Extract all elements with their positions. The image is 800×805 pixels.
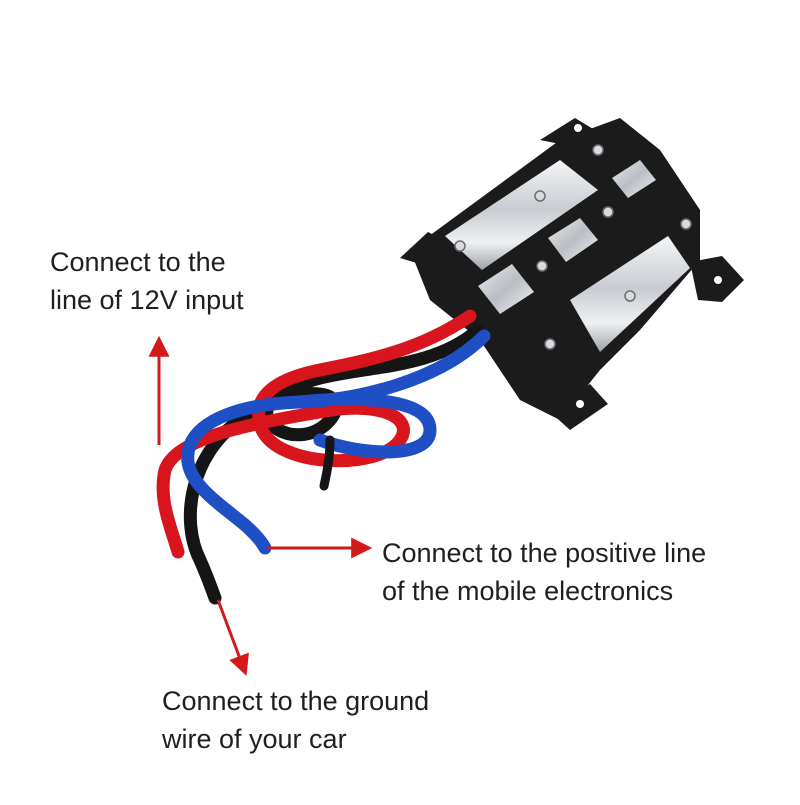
screw xyxy=(544,338,556,350)
aluminum-window-3 xyxy=(478,264,534,314)
screw xyxy=(592,144,604,156)
label-12v-input-line2: line of 12V input xyxy=(50,285,244,315)
label-ground-wire: Connect to the ground wire of your car xyxy=(162,682,429,758)
screw xyxy=(534,190,546,202)
screw xyxy=(680,218,692,230)
arrow-to-ground-label xyxy=(216,599,249,676)
aluminum-window-2 xyxy=(548,218,598,262)
noise-filter-body xyxy=(400,118,744,430)
screw xyxy=(454,240,466,252)
screw xyxy=(602,206,614,218)
aluminum-window-1 xyxy=(612,160,656,198)
label-positive-line1: Connect to the positive line xyxy=(382,538,707,568)
label-12v-input-line1: Connect to the xyxy=(50,247,226,277)
screw xyxy=(624,290,636,302)
red-wire xyxy=(156,309,477,559)
wires xyxy=(156,309,491,605)
blue-wire xyxy=(181,329,491,555)
label-ground-line1: Connect to the ground xyxy=(162,686,430,716)
screw xyxy=(536,260,548,272)
label-ground-line2: wire of your car xyxy=(162,724,347,754)
aluminum-fin-upper xyxy=(445,160,598,270)
label-positive-line: Connect to the positive line of the mobi… xyxy=(382,534,706,610)
label-positive-line2: of the mobile electronics xyxy=(382,576,674,606)
blue-wire-loop xyxy=(293,392,437,459)
black-wire-tail xyxy=(319,435,335,491)
label-12v-input: Connect to the line of 12V input xyxy=(50,243,244,319)
